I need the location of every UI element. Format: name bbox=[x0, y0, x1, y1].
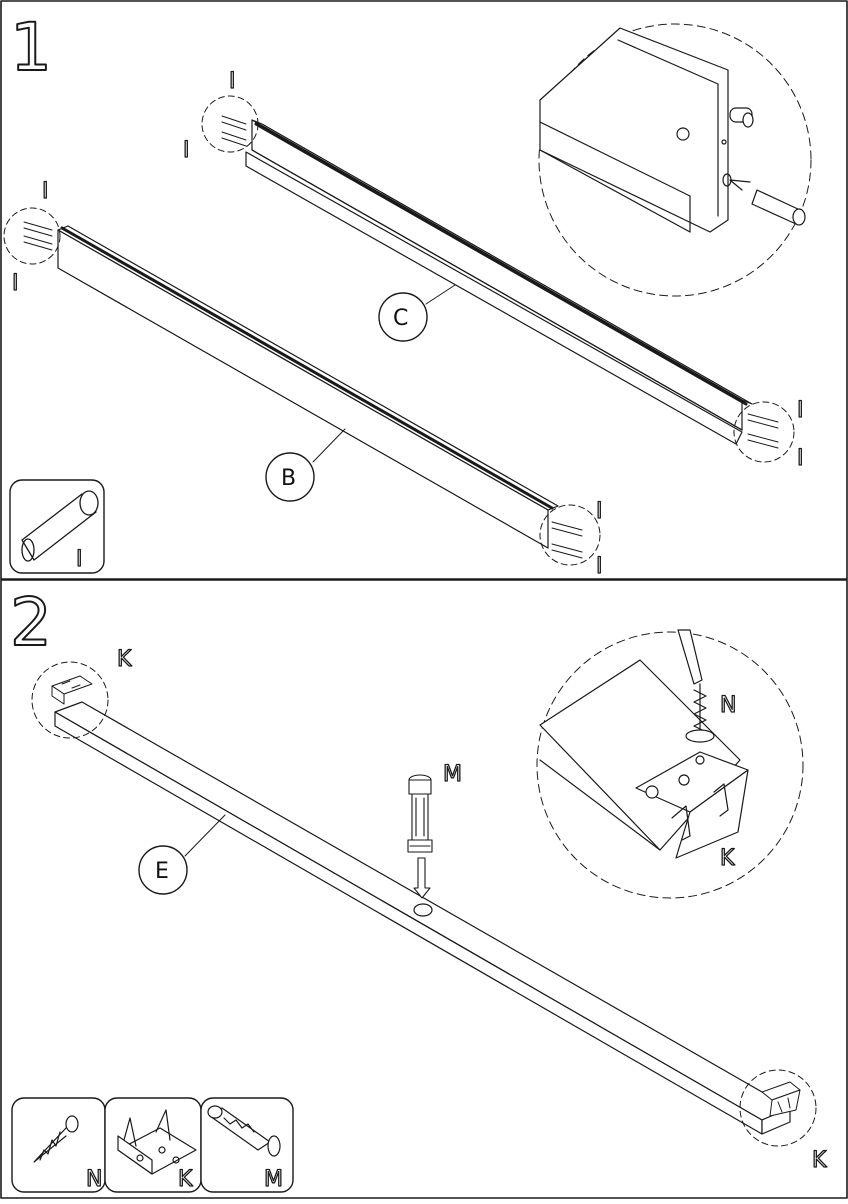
bracket-label-detail: K bbox=[720, 846, 735, 871]
svg-text:C: C bbox=[393, 306, 408, 331]
dowel-pins bbox=[23, 115, 779, 559]
svg-text:K: K bbox=[178, 1167, 193, 1192]
dowel-icon bbox=[21, 490, 99, 562]
step-1-legend: I bbox=[9, 479, 105, 574]
step-1-number: 1 bbox=[10, 9, 52, 86]
bracket-detail bbox=[536, 629, 804, 899]
part-label-c: C bbox=[378, 284, 456, 342]
svg-text:I: I bbox=[596, 554, 603, 579]
step-2-number: 2 bbox=[10, 584, 52, 661]
part-label-b: B bbox=[265, 428, 346, 502]
bracket-icon bbox=[117, 1109, 197, 1175]
dowel-labels: I I I I I I I I bbox=[11, 68, 804, 579]
bracket-detail-circles bbox=[31, 661, 817, 1147]
rail-b bbox=[57, 225, 559, 549]
svg-text:E: E bbox=[155, 859, 169, 884]
svg-text:I: I bbox=[797, 446, 804, 471]
svg-text:I: I bbox=[183, 138, 190, 163]
svg-text:I: I bbox=[797, 398, 804, 423]
screw-label: N bbox=[720, 693, 736, 718]
leg-label: M bbox=[443, 762, 462, 787]
svg-text:I: I bbox=[596, 499, 603, 524]
bracket-small-right bbox=[761, 1081, 801, 1117]
svg-text:I: I bbox=[42, 179, 49, 204]
step-2-legend: N K M bbox=[11, 1097, 294, 1193]
svg-text:I: I bbox=[76, 547, 83, 572]
leg-m bbox=[407, 774, 433, 899]
dowel-detail-circles bbox=[3, 95, 795, 566]
svg-text:M: M bbox=[264, 1167, 283, 1192]
leg-icon bbox=[207, 1105, 281, 1157]
step-1-panel bbox=[0, 0, 848, 580]
bracket-label-bottom: K bbox=[812, 1148, 827, 1173]
step-2-panel bbox=[0, 579, 848, 1199]
svg-text:B: B bbox=[281, 466, 296, 491]
rail-c bbox=[245, 119, 753, 445]
bracket-small-left bbox=[51, 675, 93, 705]
svg-text:N: N bbox=[86, 1167, 102, 1192]
rail-end-detail bbox=[538, 23, 812, 297]
bracket-label-top: K bbox=[117, 647, 132, 672]
part-label-e: E bbox=[138, 814, 226, 895]
rail-e bbox=[54, 701, 791, 1135]
svg-text:I: I bbox=[229, 69, 236, 94]
screw-icon bbox=[33, 1115, 79, 1163]
svg-text:I: I bbox=[12, 271, 19, 296]
